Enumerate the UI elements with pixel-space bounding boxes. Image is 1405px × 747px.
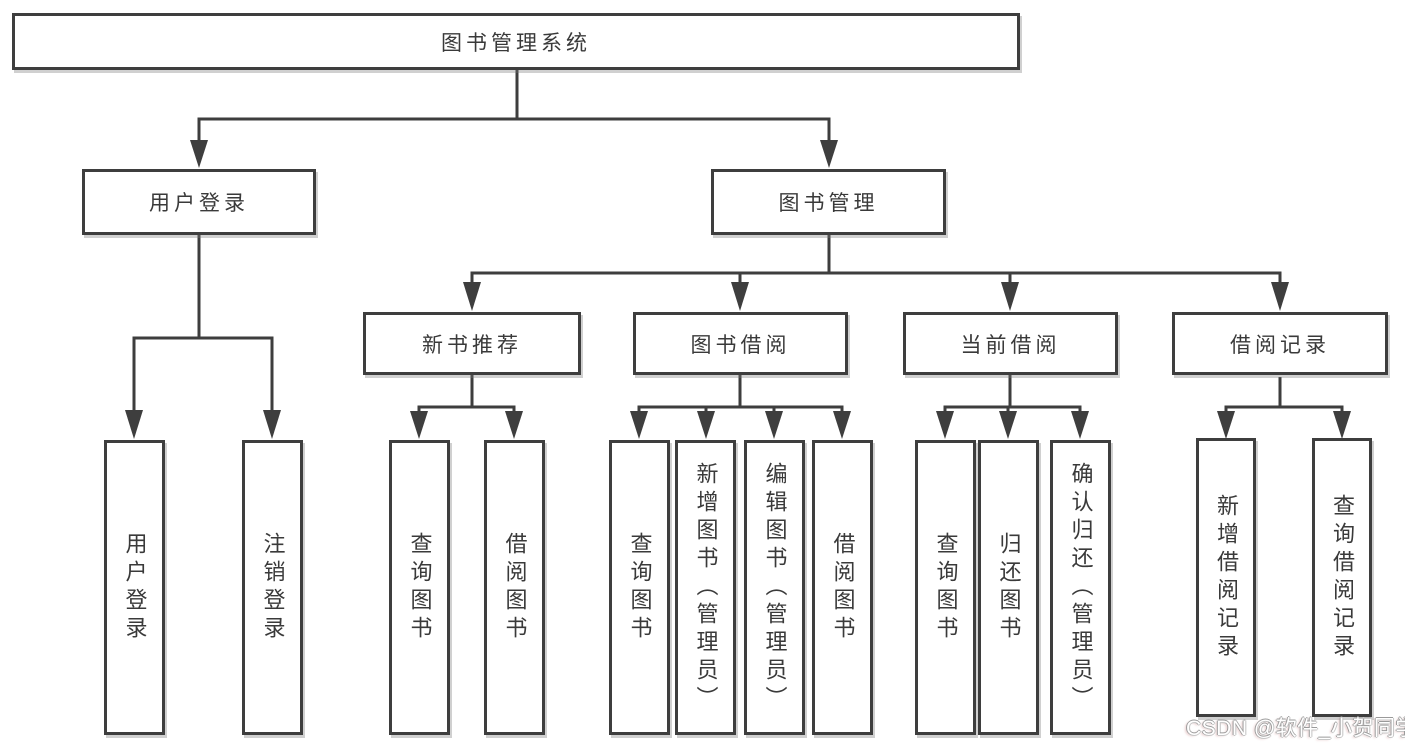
connector-new-book xyxy=(417,375,516,414)
arrowhead xyxy=(697,411,715,439)
node-user-login: 用户登录 xyxy=(82,169,316,235)
leaf-query-borrow-record: 查询借阅记录 xyxy=(1312,438,1372,717)
csdn-watermark: CSDN @软件_小贺同学 xyxy=(1186,717,1405,740)
leaf-user-login: 用户登录 xyxy=(104,440,165,735)
arrowhead xyxy=(1217,411,1235,439)
leaf-label: 用户登录 xyxy=(122,531,148,644)
arrowhead xyxy=(765,411,783,439)
node-label: 图书管理 xyxy=(778,192,879,215)
arrowhead xyxy=(463,282,481,311)
arrowhead xyxy=(630,411,648,439)
leaf-label: 归还图书 xyxy=(996,531,1022,644)
node-label: 当前借阅 xyxy=(960,333,1061,357)
leaf-borrow-books-recommend: 借阅图书 xyxy=(484,440,545,735)
node-book-management: 图书管理 xyxy=(711,169,946,235)
arrowhead xyxy=(833,411,851,439)
arrowhead xyxy=(190,140,208,168)
leaf-label: 查询图书 xyxy=(933,531,959,644)
leaf-add-books-admin: 新增图书（管理员） xyxy=(675,440,736,735)
leaf-borrow-books: 借阅图书 xyxy=(812,440,873,735)
node-label: 借阅记录 xyxy=(1230,333,1330,357)
leaf-label: 编辑图书（管理员） xyxy=(762,461,788,714)
leaf-edit-books-admin: 编辑图书（管理员） xyxy=(744,440,805,735)
arrowhead xyxy=(936,411,954,439)
node-label: 新书推荐 xyxy=(422,333,522,357)
connector-current xyxy=(943,375,1082,414)
arrowhead xyxy=(731,282,749,311)
connector-book-mgmt xyxy=(470,235,1282,284)
arrowhead xyxy=(1001,282,1019,311)
leaf-label: 查询图书 xyxy=(627,531,653,644)
connector-root xyxy=(197,69,831,142)
leaf-label: 查询图书 xyxy=(407,531,433,644)
leaf-label: 新增图书（管理员） xyxy=(693,461,719,714)
arrowhead xyxy=(999,411,1017,439)
node-label: 用户登录 xyxy=(149,192,249,215)
leaf-query-books-recommend: 查询图书 xyxy=(389,440,450,735)
leaf-label: 新增借阅记录 xyxy=(1214,493,1239,662)
node-new-book-recommend: 新书推荐 xyxy=(363,312,581,375)
leaf-label: 确认归还（管理员） xyxy=(1068,461,1094,714)
connector-user-login xyxy=(132,235,274,412)
leaf-label: 借阅图书 xyxy=(830,531,856,644)
node-label: 图书管理系统 xyxy=(441,31,591,55)
arrowhead xyxy=(505,411,523,439)
leaf-label: 查询借阅记录 xyxy=(1330,493,1355,662)
node-book-borrowing: 图书借阅 xyxy=(633,312,848,375)
node-current-borrowing: 当前借阅 xyxy=(903,312,1118,375)
leaf-return-books: 归还图书 xyxy=(978,440,1039,735)
leaf-add-borrow-record: 新增借阅记录 xyxy=(1196,438,1256,717)
arrowhead xyxy=(125,410,143,439)
arrowhead xyxy=(1333,411,1351,439)
arrowhead xyxy=(820,140,838,168)
leaf-confirm-return-admin: 确认归还（管理员） xyxy=(1050,440,1111,735)
arrowhead xyxy=(263,410,281,439)
connector-records xyxy=(1224,377,1344,414)
node-root-system: 图书管理系统 xyxy=(12,13,1020,70)
leaf-logout: 注销登录 xyxy=(242,440,303,735)
arrowhead xyxy=(1271,282,1289,311)
leaf-query-books-current: 查询图书 xyxy=(915,440,976,735)
arrowhead xyxy=(410,411,428,439)
node-borrow-records: 借阅记录 xyxy=(1172,312,1388,375)
leaf-query-books-borrowing: 查询图书 xyxy=(609,440,670,735)
node-label: 图书借阅 xyxy=(690,333,791,357)
arrowhead xyxy=(1071,411,1089,439)
connector-borrowing xyxy=(637,375,844,414)
leaf-label: 借阅图书 xyxy=(502,531,528,644)
leaf-label: 注销登录 xyxy=(260,531,286,644)
